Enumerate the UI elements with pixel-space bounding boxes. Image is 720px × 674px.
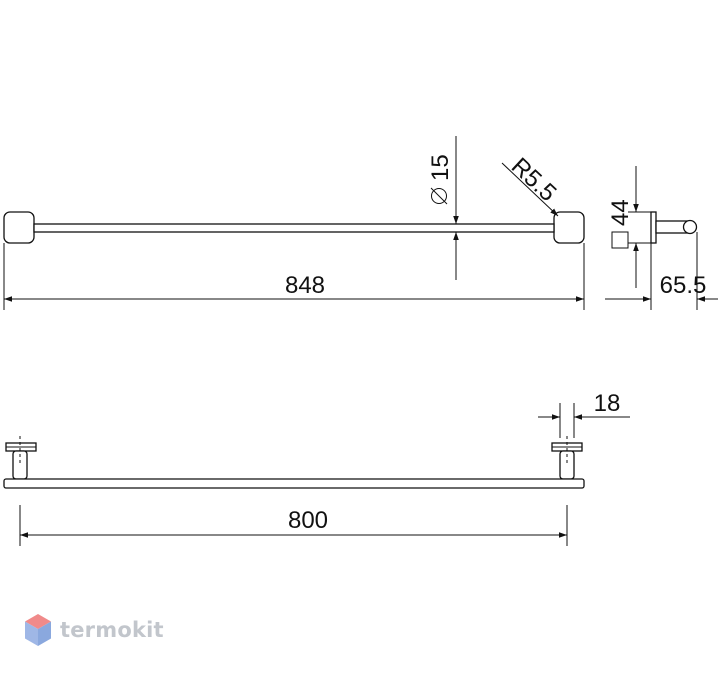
side-view: 44 65.5 <box>605 166 718 310</box>
dim-projection: 65.5 <box>660 272 707 299</box>
towel-bar-top <box>33 223 555 233</box>
diameter-symbol-icon <box>431 188 447 204</box>
front-view: 18 800 <box>3 390 630 546</box>
right-end-block <box>553 211 585 244</box>
diameter-symbol-slash <box>430 187 448 205</box>
brand-watermark: termokit <box>24 610 164 650</box>
bar-section <box>682 219 698 235</box>
left-end-block <box>3 211 35 244</box>
top-view: 848 15 R5.5 <box>3 136 585 310</box>
termokit-logo-icon <box>25 614 51 646</box>
dim-line-radius <box>501 162 559 217</box>
square-symbol-icon <box>611 231 629 249</box>
support-arm <box>655 220 688 234</box>
dim-center-distance: 800 <box>288 507 328 534</box>
dim-radius: R5.5 <box>506 153 561 207</box>
dim-overall-length: 848 <box>285 272 325 299</box>
dim-square-side: 44 <box>607 199 634 226</box>
dim-diameter: 15 <box>427 154 454 181</box>
dim-bracket-width: 18 <box>594 390 621 417</box>
wall-plate <box>650 211 657 244</box>
square-label: 44 <box>607 199 634 249</box>
diameter-label: 15 <box>427 154 454 205</box>
towel-bar-front <box>3 478 585 489</box>
brand-name: termokit <box>60 618 164 642</box>
